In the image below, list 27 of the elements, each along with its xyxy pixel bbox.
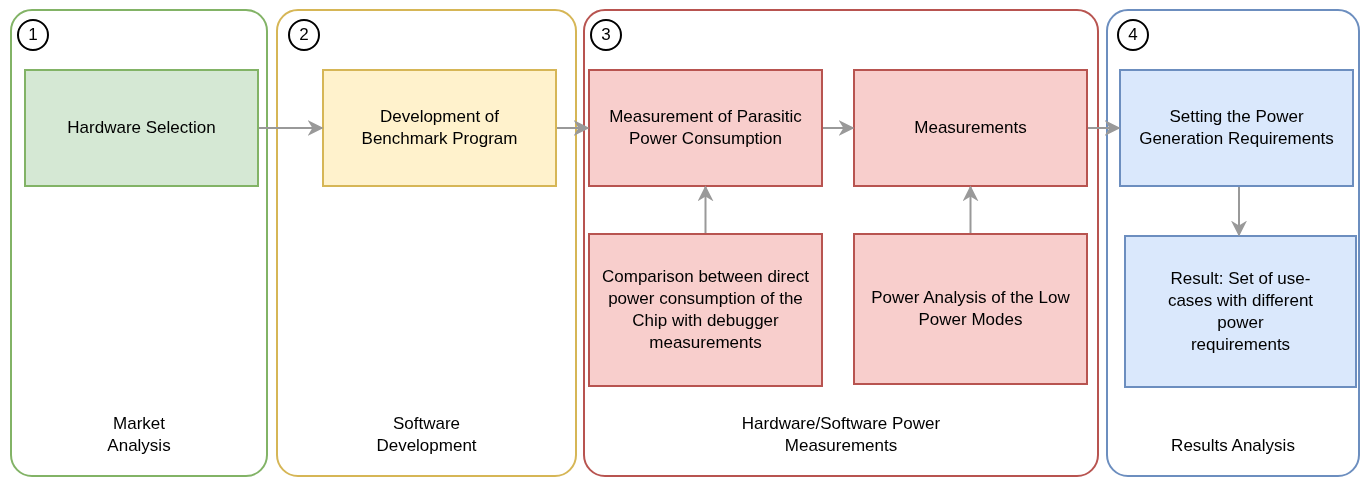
arrow xyxy=(1231,186,1247,237)
phase-panel xyxy=(583,9,1099,477)
arrow xyxy=(556,120,590,136)
process-box: Setting the Power Generation Requirements xyxy=(1119,69,1354,187)
process-box: Development of Benchmark Program xyxy=(322,69,557,187)
step-number: 4 xyxy=(1117,19,1149,51)
phase-panel xyxy=(276,9,577,477)
process-box: Hardware Selection xyxy=(24,69,259,187)
phase-label: Software Development xyxy=(375,413,478,457)
process-box: Measurements xyxy=(853,69,1088,187)
phase-label: Results Analysis xyxy=(1171,435,1295,457)
phase-label: Market Analysis xyxy=(106,413,172,457)
process-box: Comparison between direct power consumption of the Chip with debugger measurements xyxy=(588,233,823,387)
process-box: Power Analysis of the Low Power Modes xyxy=(853,233,1088,385)
phase-label: Hardware/Software Power Measurements xyxy=(741,413,941,457)
arrow xyxy=(822,120,855,136)
arrow xyxy=(697,185,714,234)
arrow xyxy=(962,185,979,234)
step-number: 1 xyxy=(17,19,49,51)
step-number: 2 xyxy=(288,19,320,51)
step-number: 3 xyxy=(590,19,622,51)
arrow xyxy=(1087,120,1121,136)
process-box: Result: Set of use-cases with different power requirements xyxy=(1124,235,1357,388)
phase-panel xyxy=(10,9,268,477)
arrow xyxy=(258,120,324,136)
process-box: Measurement of Parasitic Power Consumption xyxy=(588,69,823,187)
phase-panel xyxy=(1106,9,1360,477)
